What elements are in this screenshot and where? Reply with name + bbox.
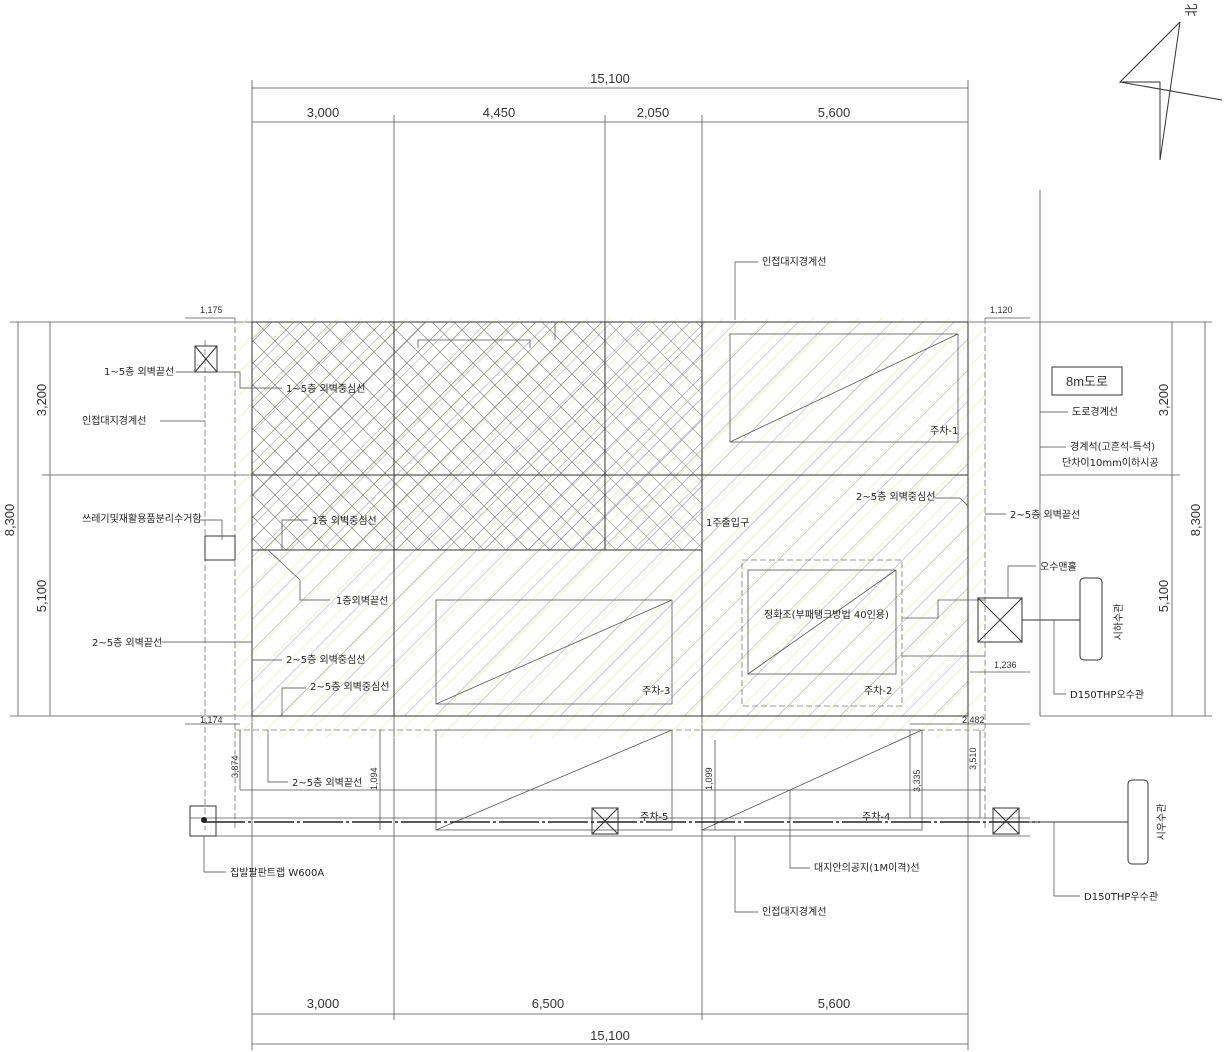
label-boundary-stone: 경계석(고흔석-특석) [1070,440,1155,453]
rain-pipe: 시우수관 [1127,779,1168,865]
bottom-seg-2: 6,500 [532,996,565,1011]
road-label: 8m도로 [1066,374,1108,389]
rain-pipe-label: 시우수관 [1156,804,1168,841]
top-total-dim: 15,100 [590,71,630,86]
sewage-manhole [977,597,1080,643]
parking-label-3: 주차-3 [642,685,670,697]
parking-bay-2: 주차-2 [741,559,903,707]
sewer-pipe: 시하수관 [1079,577,1125,661]
catch-basin-right [992,807,1020,835]
vdim-4: 3,335 [912,769,922,792]
parking-label-4: 주차-4 [862,811,890,823]
setback-bottom-right: 2,482 [962,715,985,725]
top-seg-2: 4,450 [483,105,516,120]
right-total-dim: 8,300 [1188,504,1203,537]
label-wall-center-2-5-right: 2~5층 외벽중심선 [856,491,935,503]
parking-label-1: 주차-1 [930,425,958,437]
setback-dims: 1,175 1,120 1,174 1,236 2,482 3,874 1,09… [185,305,1030,830]
left-seg-2: 5,100 [34,580,49,613]
label-wall-center-1-5: 1~5층 외벽중심선 [286,383,365,395]
septic-label: 정화조(부패탱크방법 40인용) [764,609,889,621]
label-wall-outer-2-5-bottom: 2~5층 외벽끝선 [292,777,362,789]
bottom-seg-3: 5,600 [818,996,851,1011]
vdim-5: 3,510 [968,747,978,770]
label-rain-pipe: D150THP우수관 [1084,891,1158,903]
annotations: 인접대지경계선 인접대지경계선 인접대지경계선 1~5층 외벽끝선 1~5층 외… [82,255,1159,918]
label-trash: 쓰레기및재활용품분리수거함 [82,512,202,525]
bottom-total-dim: 15,100 [590,1028,630,1043]
label-trench: 집발팔판트랩 W600A [230,867,324,879]
vdim-1: 3,874 [230,755,240,778]
boundary-lines [190,318,1030,837]
left-total-dim: 8,300 [2,504,17,537]
parking-label-5: 주차-5 [640,811,668,823]
parking-bay-4: 주차-4 [701,729,923,831]
label-sewage-manhole: 오수맨홀 [1040,560,1077,573]
parking-bay-3: 주차-3 [435,599,673,705]
vdim-2: 1,094 [369,767,379,790]
bottom-seg-1: 3,000 [307,996,340,1011]
label-sewer-pipe: D150THP오수관 [1070,689,1144,701]
north-arrow: 北 [1118,3,1223,161]
setback-top-left: 1,175 [200,305,223,315]
sewer-pipe-label: 시하수관 [1112,604,1125,641]
label-wall-outer-2-5-right: 2~5층 외벽끝선 [1010,509,1080,521]
vdim-3: 1,099 [704,767,714,790]
top-seg-1: 3,000 [307,105,340,120]
north-label: 北 [1184,3,1199,16]
drainage-line [189,805,1128,837]
label-adjacent-bottom: 인접대지경계선 [762,905,826,918]
top-dimensions: 15,100 3,000 4,450 2,050 5,600 [251,71,969,322]
parking-bay-1: 주차-1 [729,333,959,443]
right-seg-1: 3,200 [1156,384,1171,417]
left-seg-1: 3,200 [34,384,49,417]
catch-basin-5 [591,807,619,835]
right-seg-2: 5,100 [1156,580,1171,613]
label-entrance: 1주출입구 [706,516,749,529]
label-adjacent-top: 인접대지경계선 [762,255,826,268]
label-wall-center-1: 1층 외벽중심선 [312,515,377,527]
label-open-space: 대지안의공지(1M이격)선 [814,861,920,874]
bottom-dimensions: 3,000 6,500 5,600 15,100 [251,716,969,1050]
label-wall-center-2-5-a: 2~5층 외벽중심선 [286,654,365,666]
label-wall-outer-1-5: 1~5층 외벽끝선 [104,366,174,378]
label-boundary-stone-note: 단차이10mm이하시공 [1062,456,1159,469]
septic-tank: 정화조(부패탱크방법 40인용) [764,599,985,657]
label-wall-outer-1: 1층외벽끝선 [336,595,388,607]
setback-top-right: 1,120 [990,305,1013,315]
top-seg-4: 5,600 [818,105,851,120]
setback-bottom-left: 1,174 [200,715,223,725]
trash-enclosure [194,345,236,561]
setback-right-mid: 1,236 [994,660,1017,670]
label-wall-outer-2-5-left: 2~5층 외벽끝선 [92,637,162,649]
right-dimensions: 3,200 5,100 8,300 [968,190,1212,717]
label-adjacent-left: 인접대지경계선 [82,414,146,427]
top-seg-3: 2,050 [637,105,670,120]
left-dimensions: 8,300 3,200 5,100 [2,321,252,717]
building-footprint [251,321,969,717]
parking-label-2: 주차-2 [864,685,892,697]
label-wall-center-2-5-b: 2~5층 외벽중심선 [310,681,389,693]
road-box: 8m도로 [1051,366,1123,396]
label-road-boundary: 도로경계선 [1072,405,1118,418]
parking-bay-5: 주차-5 [435,729,673,831]
